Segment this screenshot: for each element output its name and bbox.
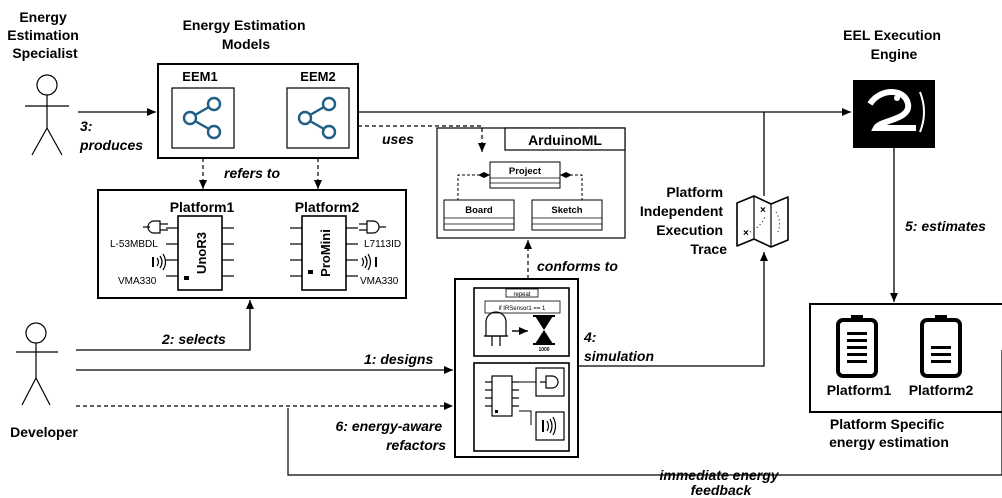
program-repeat-label: repeat	[513, 292, 530, 298]
estimation-platform2-label: Platform2	[909, 382, 974, 398]
platform2-led-icon	[359, 220, 386, 234]
platform1-chip-icon	[166, 215, 234, 291]
arduinoml-title: ArduinoML	[528, 132, 602, 148]
uses-arrow	[358, 125, 486, 152]
simulation-label-line-1: 4:	[583, 329, 596, 345]
produces-label-line-2: produces	[79, 137, 143, 153]
eel-engine-logo	[853, 80, 935, 148]
uses-label: uses	[382, 131, 414, 147]
simulation-arrow	[578, 252, 768, 367]
estimation-caption-line-2: energy estimation	[829, 434, 949, 450]
platform2-chip-label: ProMini	[318, 229, 333, 277]
trace-line-3: Execution	[656, 222, 723, 238]
refers-to-label: refers to	[224, 165, 280, 181]
specialist-actor	[25, 74, 69, 156]
class-project-label: Project	[509, 166, 542, 177]
designs-label: 1: designs	[364, 351, 433, 367]
refactors-label-line-1: 6: energy-aware	[336, 418, 443, 434]
platform2-title: Platform2	[295, 199, 360, 215]
engine-title: EEL Execution Engine	[843, 27, 945, 62]
trace-line-4: Trace	[690, 241, 727, 257]
svg-text:×: ×	[743, 228, 749, 239]
class-sketch-label: Sketch	[551, 205, 582, 216]
class-board-label: Board	[465, 205, 493, 216]
simulation-label: 4: simulation	[583, 329, 654, 364]
arduinoml-tab	[504, 127, 626, 151]
svg-text:×: ×	[760, 205, 766, 216]
developer-actor	[16, 322, 58, 406]
class-sketch	[531, 199, 603, 231]
program-led-module-icon	[535, 367, 565, 397]
specialist-label: Energy Estimation Specialist	[7, 9, 82, 61]
platform1-title: Platform1	[170, 199, 235, 215]
specialist-line-3: Specialist	[12, 45, 78, 61]
composition-links	[457, 172, 583, 200]
models-title-line-2: Models	[222, 36, 270, 52]
program-led-icon	[484, 311, 508, 346]
conforms-to-label: conforms to	[537, 258, 618, 274]
estimates-label: 5: estimates	[905, 218, 986, 234]
models-title: Energy Estimation Models	[183, 17, 310, 52]
platform2-sensor-icon	[361, 253, 377, 271]
program-delay-label: 1000	[538, 347, 549, 353]
platform1-sensor-icon	[152, 253, 167, 271]
models-title-line-1: Energy Estimation	[183, 17, 306, 33]
simulation-label-line-2: simulation	[584, 348, 654, 364]
specialist-line-2: Estimation	[7, 27, 79, 43]
platform2-chip-icon	[290, 215, 358, 291]
platform2-battery-icon	[920, 315, 962, 378]
platform1-chip-label: UnoR3	[194, 232, 209, 274]
produces-label: 3: produces	[79, 118, 143, 153]
refactors-label-line-2: refactors	[386, 437, 446, 453]
program-sensor-module-icon	[535, 411, 565, 441]
eem1-label: EEM1	[182, 69, 217, 84]
feedback-label-line-1: immediate energy	[660, 467, 780, 483]
platform1-led-icon	[143, 220, 168, 234]
platform1-sensor-label: VMA330	[118, 276, 157, 287]
platform1-battery-icon	[836, 315, 878, 378]
class-board	[443, 199, 515, 231]
hourglass-icon	[533, 315, 555, 345]
feedback-label-line-2: feedback	[691, 482, 753, 498]
trace-map-icon: × ×	[736, 195, 789, 248]
selects-arrow	[76, 300, 254, 351]
eem2-label: EEM2	[300, 69, 335, 84]
estimation-caption-line-1: Platform Specific	[830, 416, 945, 432]
estimation-caption: Platform Specific energy estimation	[829, 416, 949, 450]
eem1-share-icon	[171, 87, 235, 149]
feedback-label: immediate energy feedback	[660, 467, 783, 498]
trace-line-1: Platform	[666, 184, 723, 200]
class-project	[489, 161, 561, 189]
program-condition-label: if IRSensor1 == 1	[499, 306, 546, 312]
engine-title-line-2: Engine	[871, 46, 918, 62]
program-loop-block	[473, 287, 570, 357]
eem2-share-icon	[286, 87, 350, 149]
platform1-led-label: L-53MBDL	[110, 239, 158, 250]
specialist-line-1: Energy	[19, 9, 67, 25]
refactors-label: 6: energy-aware refactors	[336, 418, 447, 453]
produces-label-line-1: 3:	[80, 118, 92, 134]
selects-label: 2: selects	[161, 331, 226, 347]
trace-line-2: Independent	[640, 203, 724, 219]
feedback-line	[287, 408, 1002, 476]
platform2-sensor-label: VMA330	[360, 276, 399, 287]
trace-label: Platform Independent Execution Trace	[640, 184, 727, 257]
estimation-platform1-label: Platform1	[827, 382, 892, 398]
engine-title-line-1: EEL Execution	[843, 27, 941, 43]
platform2-led-label: L7113ID	[364, 239, 401, 250]
developer-label: Developer	[10, 424, 78, 440]
